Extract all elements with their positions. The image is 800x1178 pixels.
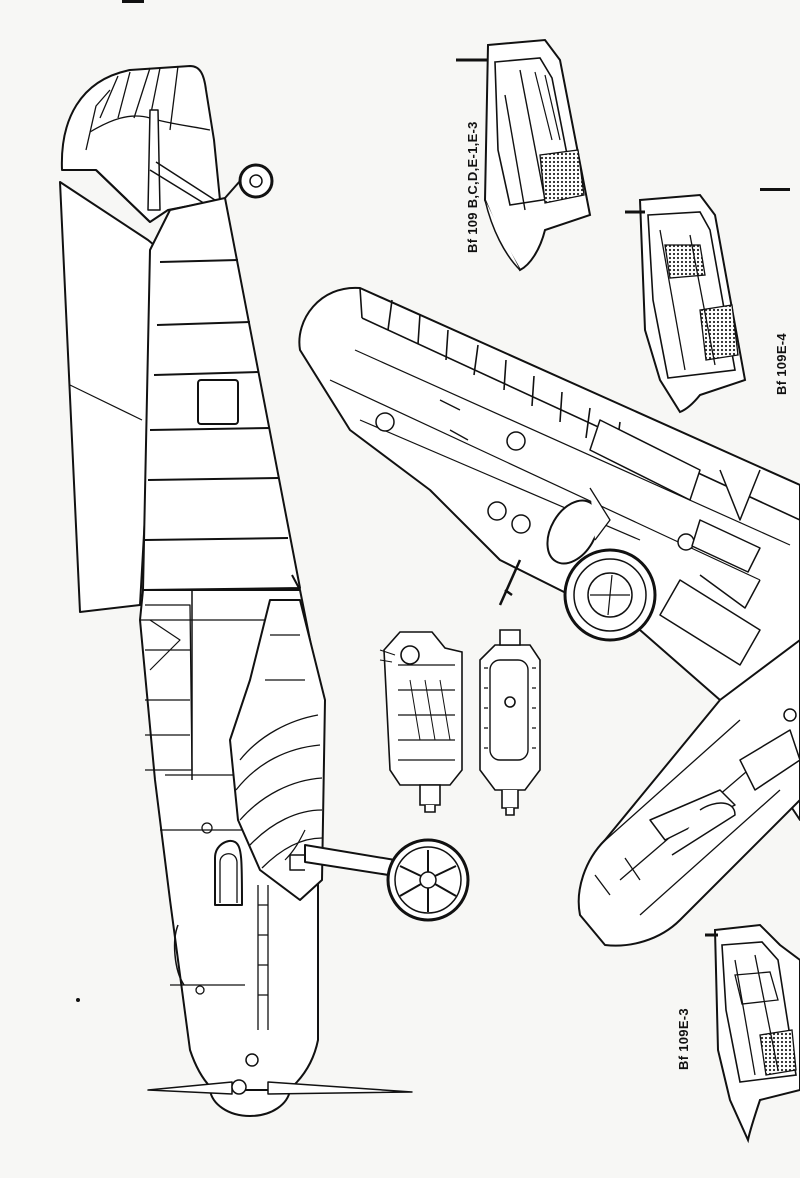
fuselage-plan-view <box>579 640 800 946</box>
label-canopy-e4: Bf 109E-4 <box>774 333 789 395</box>
canopy-e4 <box>625 195 745 412</box>
rear-fuselage <box>143 198 300 590</box>
spinner <box>210 1090 290 1116</box>
wing-plan-view <box>299 288 800 820</box>
propeller-blade-left <box>148 1082 232 1094</box>
tail-wheel <box>240 165 272 197</box>
main-wheel <box>388 840 468 920</box>
engine-side-view <box>380 632 462 812</box>
tail-fin <box>62 66 220 222</box>
wing-root <box>230 600 325 900</box>
supercharger-intake <box>215 841 242 905</box>
label-canopy-e3: Bf 109E-3 <box>676 1008 691 1070</box>
canopy-e3 <box>705 925 800 1140</box>
propeller-blade-right <box>268 1082 412 1094</box>
label-canopy-bcde: Bf 109 B,C,D,E-1,E-3 <box>465 121 480 253</box>
engine-top-view <box>480 630 540 815</box>
canopy-bcde <box>456 40 590 270</box>
fuselage-side-view <box>60 66 468 1116</box>
